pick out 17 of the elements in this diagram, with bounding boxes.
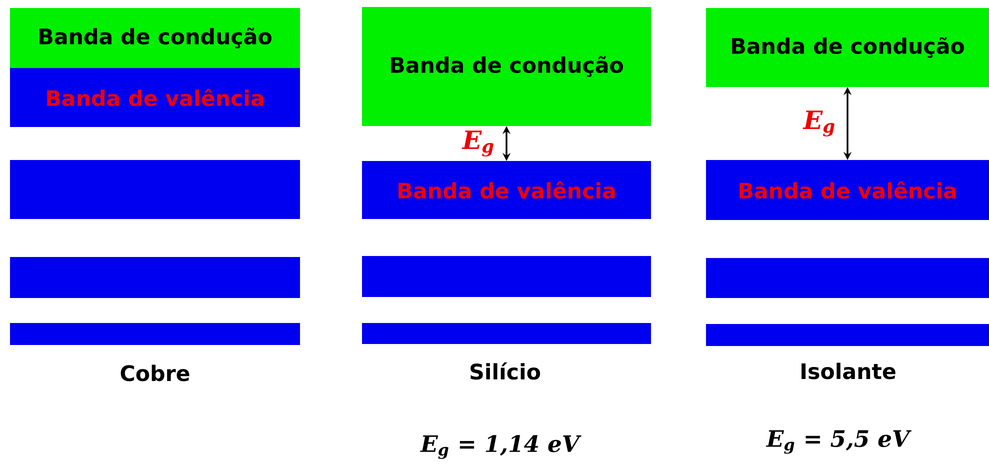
band-box: Banda de condução: [10, 8, 300, 68]
edge-label: E$_{g}$: [462, 130, 494, 156]
band-bar: [10, 257, 300, 298]
band-box: Banda de condução: [706, 8, 989, 87]
band-box: Banda de condução: [362, 7, 651, 126]
edge-label: E$_{g}$: [802, 110, 834, 136]
band-bar: [10, 160, 300, 219]
band-box: Banda de valência: [362, 161, 651, 219]
band-bar: [362, 256, 651, 297]
band-bar: [706, 324, 989, 346]
band-bar: [706, 258, 989, 298]
gap-energy-value: E$_{g}$ = 1,14 eV: [420, 435, 582, 459]
band-box: Banda de valência: [706, 160, 989, 220]
band-box: Banda de valência: [10, 68, 300, 127]
gap-energy-value: E$_{g}$ = 5,5 eV: [766, 430, 912, 454]
band-bar: [362, 323, 651, 344]
band-bar: [10, 323, 300, 345]
